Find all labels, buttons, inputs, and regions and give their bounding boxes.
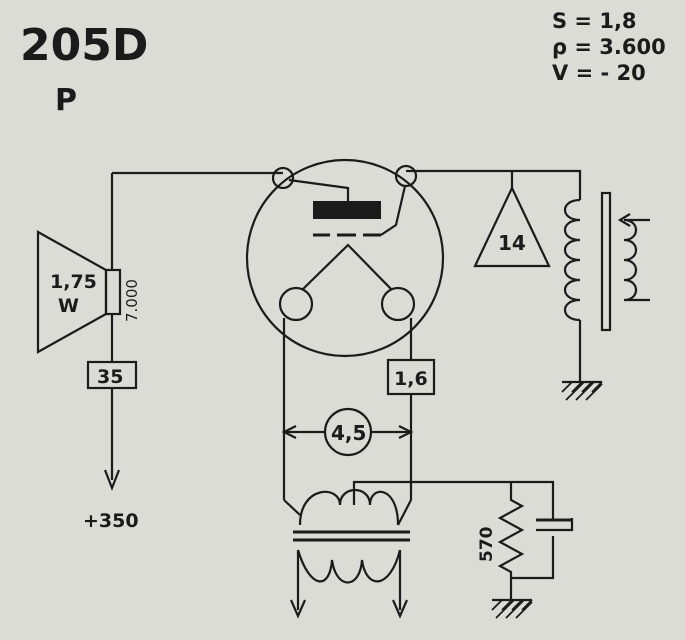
- filament-voltage-arrows: [281, 425, 414, 439]
- tube-filament: [301, 243, 393, 291]
- tube-pin-bottom-right: [380, 286, 416, 322]
- supply-arrow: [103, 469, 121, 492]
- anode-lead: [288, 178, 350, 201]
- tube-pin-top-right: [394, 164, 418, 188]
- resistor-label: 570: [477, 526, 497, 562]
- filament-voltage-label: 4,5: [331, 421, 366, 445]
- tube-pin-bottom-left: [278, 286, 314, 322]
- tube-envelope: [245, 158, 445, 358]
- secondary-tap-wire: [352, 480, 511, 505]
- param-v: V = - 20: [552, 61, 646, 85]
- param-s: S = 1,8: [552, 9, 637, 33]
- tube-class-label: P: [55, 83, 77, 118]
- tube-anode: [313, 201, 381, 219]
- filament-transformer: [283, 480, 511, 619]
- left-box-label: 35: [97, 366, 123, 388]
- tube-type-label: 205D: [20, 20, 148, 71]
- bias-network: [491, 480, 574, 619]
- speaker-impedance-label: 7.000: [123, 279, 141, 322]
- grid-lead: [380, 185, 407, 236]
- triangle-symbol: [473, 185, 551, 268]
- tube-pin-top-left: [271, 166, 295, 190]
- top-right-wire: [406, 169, 582, 200]
- output-transformer: [561, 191, 650, 401]
- right-box-label: 1,6: [394, 368, 428, 390]
- filament-voltage-circle: [323, 407, 373, 457]
- param-rho: ρ = 3.600: [552, 35, 666, 59]
- supply-voltage-label: +350: [83, 510, 139, 532]
- speaker-power-value: 1,75: [50, 271, 97, 293]
- triangle-label: 14: [498, 231, 526, 255]
- speaker-power-unit: W: [58, 295, 79, 317]
